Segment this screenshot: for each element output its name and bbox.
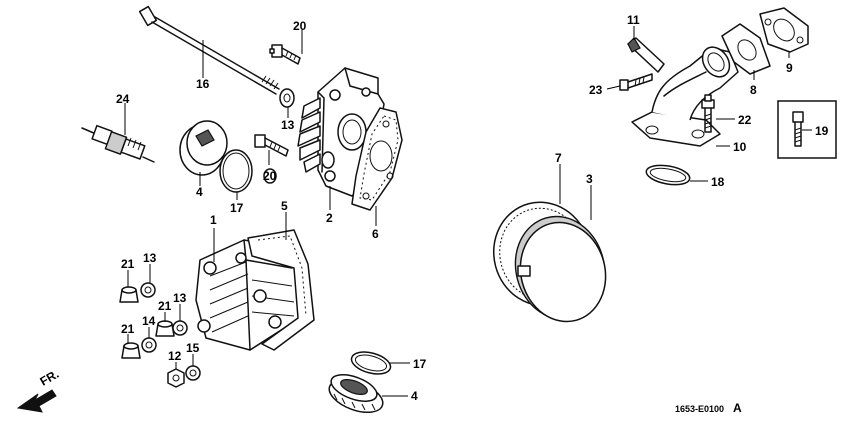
callout-17-lower: 17 (413, 357, 427, 371)
tappet-cap-upper (179, 120, 228, 176)
callout-22: 22 (738, 113, 752, 127)
callout-11: 11 (627, 13, 640, 27)
front-direction-arrow: FR. (16, 367, 62, 413)
side-cover (514, 215, 607, 323)
callout-12: 12 (168, 349, 182, 363)
callout-21-upper: 21 (121, 257, 135, 271)
revision-letter: A (733, 401, 742, 415)
callout-24: 24 (116, 92, 130, 106)
callout-10: 10 (733, 140, 747, 154)
callout-13-middle: 13 (173, 291, 187, 305)
head-gasket (247, 229, 315, 351)
o-ring-lower (350, 351, 392, 375)
callout-7: 7 (555, 151, 562, 165)
washer-13-upper (140, 282, 156, 298)
cap-nut-21-upper (119, 286, 139, 303)
callout-18: 19 (815, 124, 829, 138)
callout-16: 18 (711, 175, 725, 189)
stud-bolt (138, 5, 280, 95)
bolt-23 (619, 73, 653, 91)
insulator-gasket-8 (721, 23, 771, 75)
washer-13-middle (172, 320, 188, 336)
washer-13-lower (141, 337, 157, 353)
clip-11 (627, 37, 665, 73)
intake-pipe (631, 46, 739, 147)
callout-21-middle: 21 (158, 299, 172, 313)
callout-2: 2 (326, 211, 333, 225)
callout-5: 5 (281, 199, 288, 213)
o-ring-upper (219, 149, 253, 193)
callout-1: 1 (210, 213, 217, 227)
callout-13-upper: 13 (143, 251, 157, 265)
flange-bolt-upper (269, 44, 301, 65)
washer-upper (279, 88, 295, 108)
callout-19: 16 (196, 77, 210, 91)
callout-20-upper: 20 (293, 19, 307, 33)
callout-13-lower: 14 (142, 314, 156, 328)
cap-nut-21-lower (121, 342, 141, 359)
callout-4-lower: 4 (411, 389, 418, 403)
callout-8: 8 (750, 83, 757, 97)
insulator-9 (759, 7, 809, 53)
callout-14: 15 (186, 341, 200, 355)
leader-lines (124, 26, 812, 397)
callout-numbers: 16 20 13 24 4 17 20 2 6 1 5 21 13 21 13 … (116, 13, 829, 403)
callout-20-lower: 20 (263, 169, 277, 183)
bolt-22 (701, 94, 715, 133)
callout-4-upper: 4 (196, 185, 203, 199)
callout-17-upper: 17 (230, 201, 244, 215)
drawing-code: 1653-E0100 (675, 404, 724, 414)
nut-12 (167, 368, 185, 388)
washer-14 (185, 365, 201, 381)
o-ring-16 (645, 164, 691, 186)
front-label: FR. (38, 367, 62, 389)
cap-nut-21-middle (155, 320, 175, 337)
cam-holder-gasket (351, 107, 403, 211)
callout-6: 6 (372, 227, 379, 241)
callout-3: 3 (586, 172, 593, 186)
flange-bolt-lower (254, 134, 289, 184)
callout-15: 13 (281, 118, 295, 132)
callout-21-lower: 21 (121, 322, 135, 336)
callout-9: 9 (786, 61, 793, 75)
spark-plug (81, 124, 155, 163)
tappet-cap-lower (328, 374, 384, 414)
callout-23: 23 (589, 83, 603, 97)
